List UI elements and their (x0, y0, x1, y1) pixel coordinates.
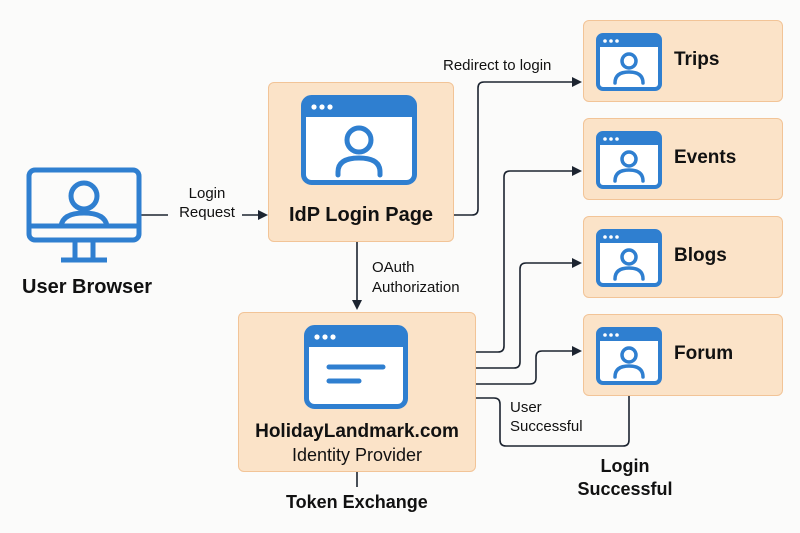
user-successful-line1: User (510, 399, 542, 416)
app-forum-label: Forum (674, 343, 734, 364)
app-trips-label: Trips (674, 49, 720, 70)
login-successful-line1: Login (600, 456, 650, 476)
oauth-line1: OAuth (372, 259, 415, 276)
user-successful-label: User Successful (510, 398, 583, 436)
idp-login-page-label: IdP Login Page (288, 204, 434, 226)
identity-provider-subtitle: Identity Provider (291, 445, 423, 465)
login-request-label: Login Request (170, 184, 244, 222)
node-app-trips: Trips (583, 20, 783, 102)
redirect-label: Redirect to login (443, 57, 552, 74)
browser-user-icon (596, 327, 662, 385)
edge-to-blogs (476, 258, 582, 369)
login-request-line2: Request (179, 204, 235, 221)
browser-user-icon (301, 95, 417, 185)
node-app-blogs: Blogs (583, 216, 783, 298)
login-request-line1: Login (188, 185, 226, 202)
browser-user-icon (596, 229, 662, 287)
token-exchange-label: Token Exchange (286, 492, 428, 512)
monitor-user-icon (26, 167, 142, 263)
user-browser-label: User Browser (22, 276, 153, 298)
node-identity-provider: HolidayLandmark.com Identity Provider (238, 312, 476, 472)
browser-user-icon (596, 33, 662, 91)
identity-provider-title: HolidayLandmark.com (255, 421, 459, 442)
edge-user-successful (476, 396, 630, 447)
app-blogs-label: Blogs (674, 245, 727, 266)
edge-to-events (476, 166, 582, 353)
login-successful-label: Login Successful (565, 455, 685, 501)
app-events-label: Events (674, 147, 737, 168)
edge-to-forum (476, 346, 582, 385)
browser-user-icon (596, 131, 662, 189)
browser-text-icon (304, 325, 408, 409)
login-successful-line2: Successful (577, 479, 673, 499)
oauth-label: OAuth Authorization (372, 258, 460, 298)
edge-redirect-to-trips (452, 77, 582, 216)
oauth-line2: Authorization (372, 279, 460, 296)
node-app-events: Events (583, 118, 783, 200)
node-app-forum: Forum (583, 314, 783, 396)
user-successful-line2: Successful (510, 418, 583, 435)
node-idp-login-page: IdP Login Page (268, 82, 454, 242)
